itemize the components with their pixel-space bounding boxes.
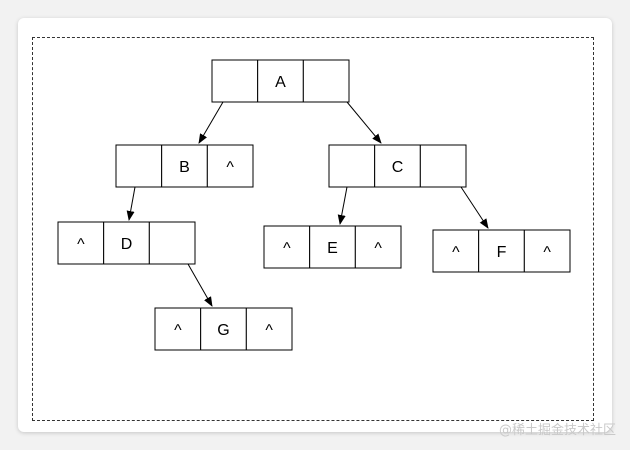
data-cell-label: C	[392, 159, 404, 176]
nodes-layer: AB^C^D^E^^F^^G^	[57, 59, 571, 351]
left-pointer-cell-label: ^	[283, 240, 291, 257]
watermark-text: @稀土掘金技术社区	[498, 423, 616, 438]
right-pointer-cell	[354, 225, 402, 269]
tree-node-f: ^ F ^	[432, 229, 571, 273]
right-pointer-cell	[148, 221, 196, 265]
right-pointer-cell	[245, 307, 293, 351]
data-cell-label: F	[497, 244, 507, 261]
left-pointer-cell-label: ^	[452, 244, 460, 261]
data-cell	[478, 229, 525, 273]
tree-node-e: ^ E ^	[263, 225, 402, 269]
tree-node-b: B^	[115, 144, 254, 188]
data-cell	[257, 59, 304, 103]
data-cell-label: E	[327, 240, 338, 257]
right-pointer-cell	[419, 144, 467, 188]
edge-arrow-d-g	[187, 263, 213, 307]
data-cell-label: B	[179, 159, 190, 176]
data-cell	[309, 225, 356, 269]
right-pointer-cell-label: ^	[265, 322, 273, 339]
right-pointer-cell-label: ^	[226, 159, 234, 176]
right-pointer-cell-label: ^	[374, 240, 382, 257]
left-pointer-cell	[328, 144, 376, 188]
edge-arrow-c-e	[337, 186, 348, 225]
edge-arrow-c-f	[460, 186, 489, 229]
data-cell-label: A	[275, 74, 286, 91]
data-cell-label: G	[217, 322, 229, 339]
left-pointer-cell-label: ^	[174, 322, 182, 339]
left-pointer-cell	[263, 225, 311, 269]
left-pointer-cell	[115, 144, 163, 188]
edges-layer	[126, 101, 489, 307]
edge-arrow-a-c	[346, 101, 382, 144]
left-pointer-cell-label: ^	[77, 236, 85, 253]
data-cell	[374, 144, 421, 188]
edge-arrow-b-d	[126, 186, 136, 221]
left-pointer-cell	[57, 221, 105, 265]
right-pointer-cell	[302, 59, 350, 103]
data-cell-label: D	[121, 236, 133, 253]
data-cell	[103, 221, 150, 265]
data-cell	[161, 144, 208, 188]
left-pointer-cell	[154, 307, 202, 351]
dashed-frame	[32, 37, 594, 421]
right-pointer-cell	[523, 229, 571, 273]
edge-arrow-a-b	[198, 101, 224, 144]
left-pointer-cell	[211, 59, 259, 103]
tree-node-a: A	[211, 59, 350, 103]
tree-node-g: ^ G ^	[154, 307, 293, 351]
tree-node-d: ^D	[57, 221, 196, 265]
right-pointer-cell-label: ^	[543, 244, 551, 261]
tree-node-c: C	[328, 144, 467, 188]
right-pointer-cell	[206, 144, 254, 188]
